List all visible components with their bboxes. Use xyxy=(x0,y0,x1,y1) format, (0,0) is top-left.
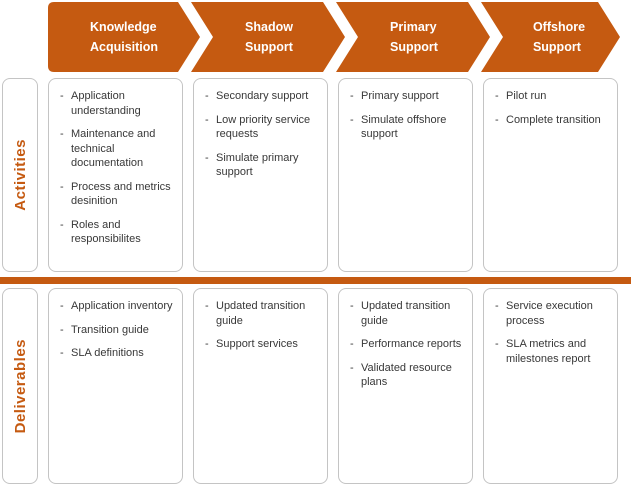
activity-item: Complete transition xyxy=(494,113,611,128)
arrow-shape-primary-support xyxy=(336,2,490,72)
activities-row-label-text: Activities xyxy=(11,139,29,211)
activities-list: Primary support Simulate offshore suppor… xyxy=(339,79,472,157)
deliverables-box-shadow-support: Updated transition guide Support service… xyxy=(193,288,328,484)
activities-list: Secondary support Low priority service r… xyxy=(194,79,327,195)
arrow-shape-offshore-support xyxy=(481,2,620,72)
activity-item: Pilot run xyxy=(494,89,611,104)
arrow-shape-shadow-support xyxy=(191,2,345,72)
deliverable-item: Support services xyxy=(204,337,321,352)
activities-box-shadow-support: Secondary support Low priority service r… xyxy=(193,78,328,272)
deliverable-item: Updated transition guide xyxy=(349,299,466,328)
activities-box-knowledge-acquisition: Application understanding Maintenance an… xyxy=(48,78,183,272)
activity-item: Secondary support xyxy=(204,89,321,104)
deliverable-item: Application inventory xyxy=(59,299,176,314)
deliverables-box-primary-support: Updated transition guide Performance rep… xyxy=(338,288,473,484)
deliverables-row-label: Deliverables xyxy=(2,288,38,484)
activity-item: Application understanding xyxy=(59,89,176,118)
activity-item: Simulate primary support xyxy=(204,151,321,180)
row-divider xyxy=(0,277,631,284)
deliverables-list: Service execution process SLA metrics an… xyxy=(484,289,617,381)
activity-item: Maintenance and technical documentation xyxy=(59,127,176,171)
activity-item: Low priority service requests xyxy=(204,113,321,142)
activities-box-offshore-support: Pilot run Complete transition xyxy=(483,78,618,272)
deliverable-item: Performance reports xyxy=(349,337,466,352)
deliverable-item: Validated resource plans xyxy=(349,361,466,390)
activity-item: Simulate offshore support xyxy=(349,113,466,142)
deliverable-item: Service execution process xyxy=(494,299,611,328)
activity-item: Roles and responsibilites xyxy=(59,218,176,247)
activity-item: Primary support xyxy=(349,89,466,104)
activities-box-primary-support: Primary support Simulate offshore suppor… xyxy=(338,78,473,272)
phase-arrows xyxy=(48,2,620,72)
deliverable-item: SLA definitions xyxy=(59,346,176,361)
deliverable-item: SLA metrics and milestones report xyxy=(494,337,611,366)
deliverable-item: Transition guide xyxy=(59,323,176,338)
activities-row-label: Activities xyxy=(2,78,38,272)
deliverables-list: Updated transition guide Performance rep… xyxy=(339,289,472,405)
deliverables-list: Application inventory Transition guide S… xyxy=(49,289,182,376)
activities-list: Application understanding Maintenance an… xyxy=(49,79,182,262)
deliverables-box-offshore-support: Service execution process SLA metrics an… xyxy=(483,288,618,484)
arrow-shape-knowledge-acquisition xyxy=(48,2,200,72)
deliverable-item: Updated transition guide xyxy=(204,299,321,328)
activities-list: Pilot run Complete transition xyxy=(484,79,617,142)
deliverables-row-label-text: Deliverables xyxy=(11,338,29,434)
activity-item: Process and metrics desinition xyxy=(59,180,176,209)
deliverables-box-knowledge-acquisition: Application inventory Transition guide S… xyxy=(48,288,183,484)
deliverables-list: Updated transition guide Support service… xyxy=(194,289,327,367)
